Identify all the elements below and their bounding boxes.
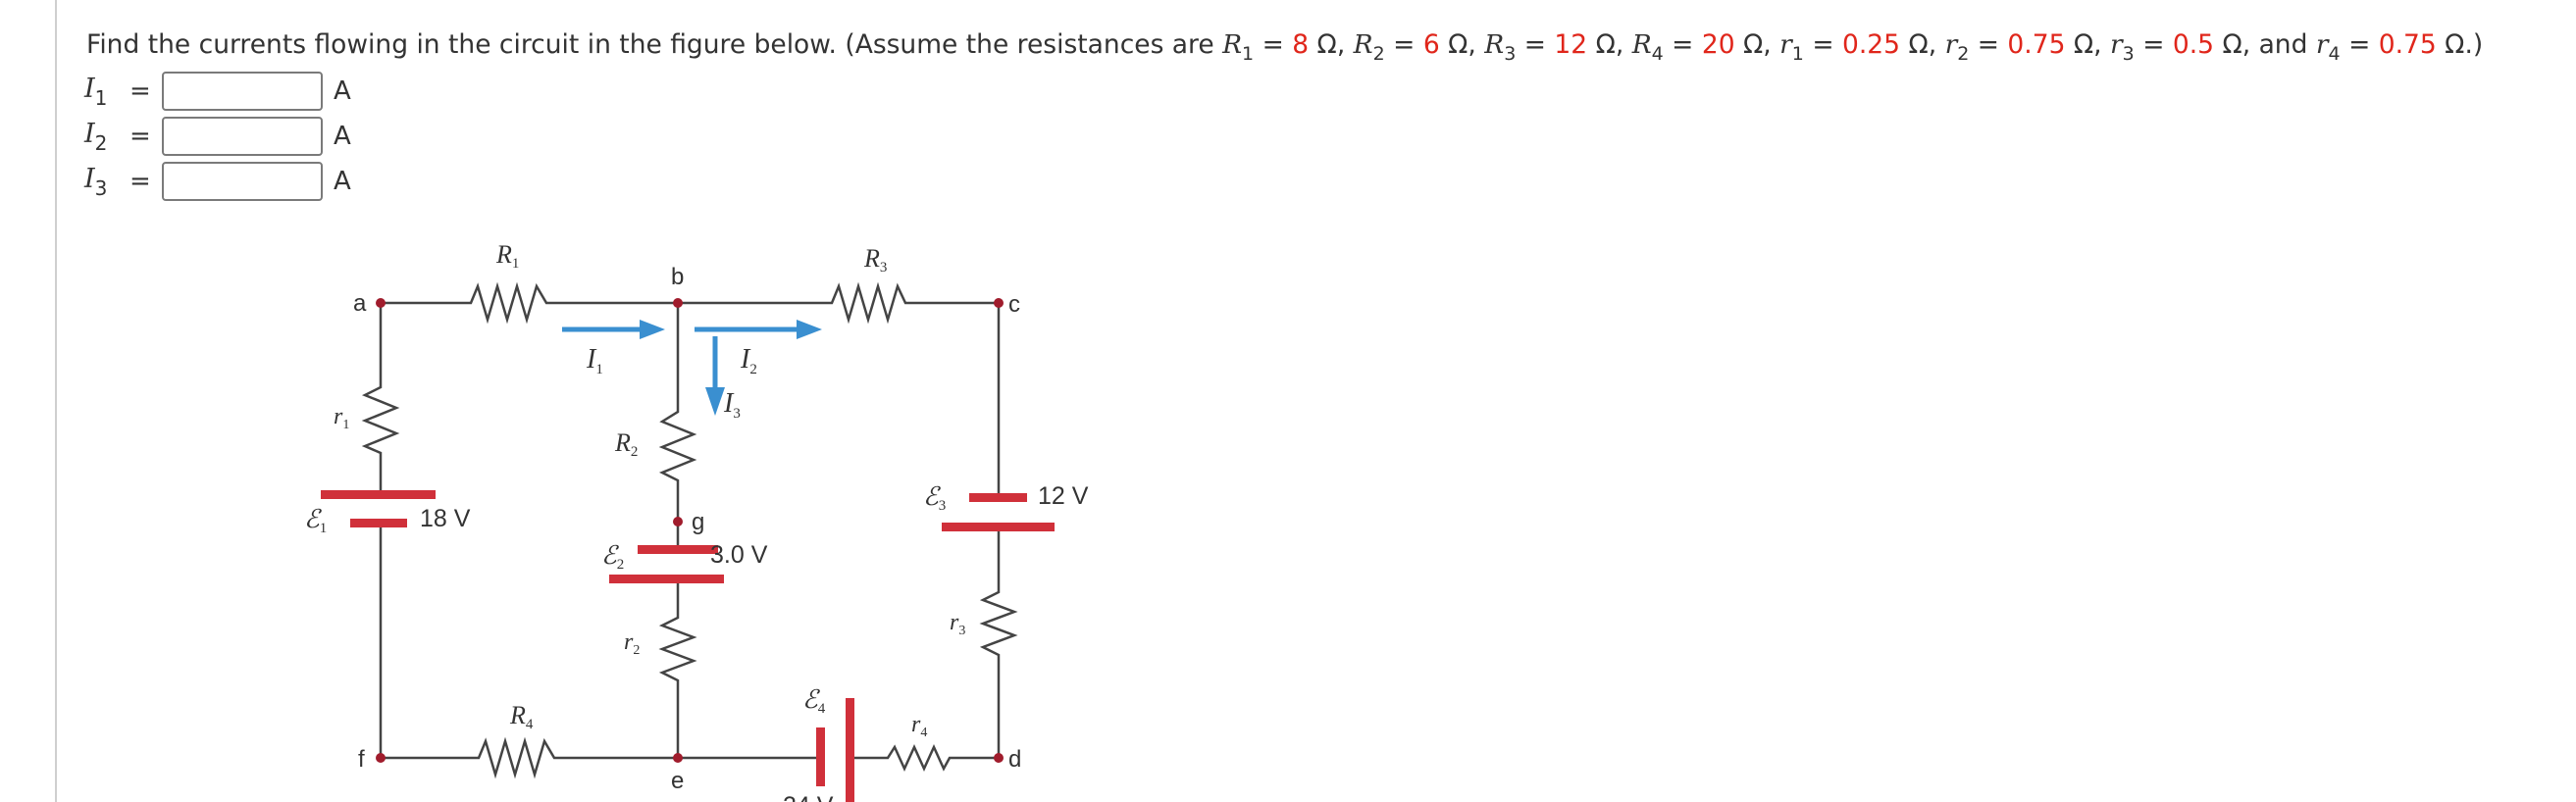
param-r1: r1 = 0.25 Ω, — [1779, 29, 1945, 65]
param-R4: R4 = 20 Ω, — [1631, 29, 1780, 65]
node-c — [994, 298, 1004, 308]
e2-short-plate — [638, 545, 718, 554]
label-r4-internal: r4 — [911, 712, 927, 740]
middle-wire-with-r2-internal — [658, 578, 697, 758]
e3-short-plate — [969, 493, 1027, 502]
middle-wire-with-r2 — [658, 303, 697, 522]
param-r2: r2 = 0.75 Ω, — [1944, 29, 2110, 65]
question-intro: Find the currents flowing in the circuit… — [86, 29, 1223, 60]
label-e2: ℰ2 — [601, 541, 624, 573]
label-r3-internal: r3 — [950, 610, 965, 638]
e4-short-plate — [816, 727, 825, 786]
label-i2: I2 — [740, 344, 757, 377]
param-value: 8 — [1292, 29, 1310, 60]
unit-label: A — [334, 122, 351, 151]
i1-arrow-head-icon — [640, 320, 665, 339]
label-i3: I3 — [723, 388, 741, 422]
label-r1: R1 — [495, 240, 519, 272]
param-value: 0.5 — [2172, 29, 2215, 60]
label-node-c: c — [1008, 291, 1020, 318]
emf-labels: ℰ1 18 V ℰ2 3.0 V ℰ3 12 V ℰ4 24 V — [304, 482, 1089, 802]
label-node-b: b — [671, 264, 684, 290]
label-e3-voltage: 12 V — [1038, 482, 1089, 510]
top-wire-with-r1-r3 — [381, 281, 999, 325]
e2-long-plate — [609, 575, 724, 583]
answer-row-i1: I1 = A — [84, 72, 351, 111]
answer-row-i3: I3 = A — [84, 162, 351, 201]
node-labels: a b c d e f g — [353, 264, 1021, 794]
resistor-labels: R1 R2 R3 R4 r1 r2 r3 r4 — [334, 240, 965, 740]
label-r4: R4 — [509, 701, 534, 732]
label-node-d: d — [1008, 746, 1021, 773]
i2-arrow-head-icon — [797, 320, 822, 339]
param-R2: R2 = 6 Ω, — [1353, 29, 1485, 65]
label-node-a: a — [353, 290, 367, 317]
answer-input-i3[interactable] — [162, 162, 323, 201]
e4-long-plate — [846, 698, 854, 802]
label-node-e: e — [671, 768, 684, 794]
batteries — [321, 490, 1055, 802]
node-e — [673, 753, 683, 763]
param-value: 12 — [1554, 29, 1588, 60]
nodes — [376, 298, 1004, 763]
label-e2-voltage: 3.0 V — [710, 541, 768, 569]
current-arrows — [562, 320, 822, 416]
param-value: 6 — [1422, 29, 1440, 60]
unit-label: A — [334, 76, 351, 106]
label-r2-internal: r2 — [624, 629, 640, 658]
unit-label: A — [334, 167, 351, 196]
content-left-border — [55, 0, 57, 802]
answer-row-i2: I2 = A — [84, 117, 351, 156]
param-value: 20 — [1701, 29, 1735, 60]
param-R3: R3 = 12 Ω, — [1484, 29, 1632, 65]
answer-label: I1 — [84, 73, 108, 110]
answer-label: I2 — [84, 118, 108, 155]
label-r3: R3 — [863, 244, 887, 276]
bottom-wire-with-r4 — [381, 736, 820, 779]
label-e4: ℰ4 — [802, 685, 826, 717]
label-i1: I1 — [586, 344, 603, 377]
e1-long-plate — [321, 490, 436, 499]
param-R1: R1 = 8 Ω, — [1222, 29, 1354, 65]
answer-input-i1[interactable] — [162, 72, 323, 111]
label-r2: R2 — [614, 428, 638, 460]
i3-arrow-head-icon — [705, 387, 725, 416]
answer-input-i2[interactable] — [162, 117, 323, 156]
current-labels: I1 I2 I3 — [586, 344, 757, 422]
param-r3: r3 = 0.5 Ω, and — [2110, 29, 2316, 65]
param-value: 0.75 — [2378, 29, 2437, 60]
label-e4-voltage: 24 V — [783, 792, 834, 802]
label-e3: ℰ3 — [923, 482, 946, 514]
label-node-f: f — [358, 746, 365, 773]
label-node-g: g — [692, 509, 704, 535]
param-value: 0.75 — [2007, 29, 2066, 60]
label-e1-voltage: 18 V — [420, 505, 471, 532]
node-g — [673, 517, 683, 526]
left-wire-with-r1-internal — [361, 303, 400, 494]
param-value: 0.25 — [1841, 29, 1900, 60]
node-a — [376, 298, 386, 308]
right-wire-with-r3-internal — [979, 526, 1018, 758]
label-e1: ℰ1 — [304, 505, 327, 536]
node-f — [376, 753, 386, 763]
param-r4: r4 = 0.75 Ω.) — [2315, 29, 2484, 65]
node-d — [994, 753, 1004, 763]
question-text: Find the currents flowing in the circuit… — [86, 27, 2483, 72]
e1-short-plate — [350, 519, 407, 527]
bottom-wire-with-r4-internal — [850, 743, 999, 773]
e3-long-plate — [942, 523, 1055, 531]
node-b — [673, 298, 683, 308]
answer-label: I3 — [84, 163, 108, 200]
label-r1-internal: r1 — [334, 404, 349, 432]
